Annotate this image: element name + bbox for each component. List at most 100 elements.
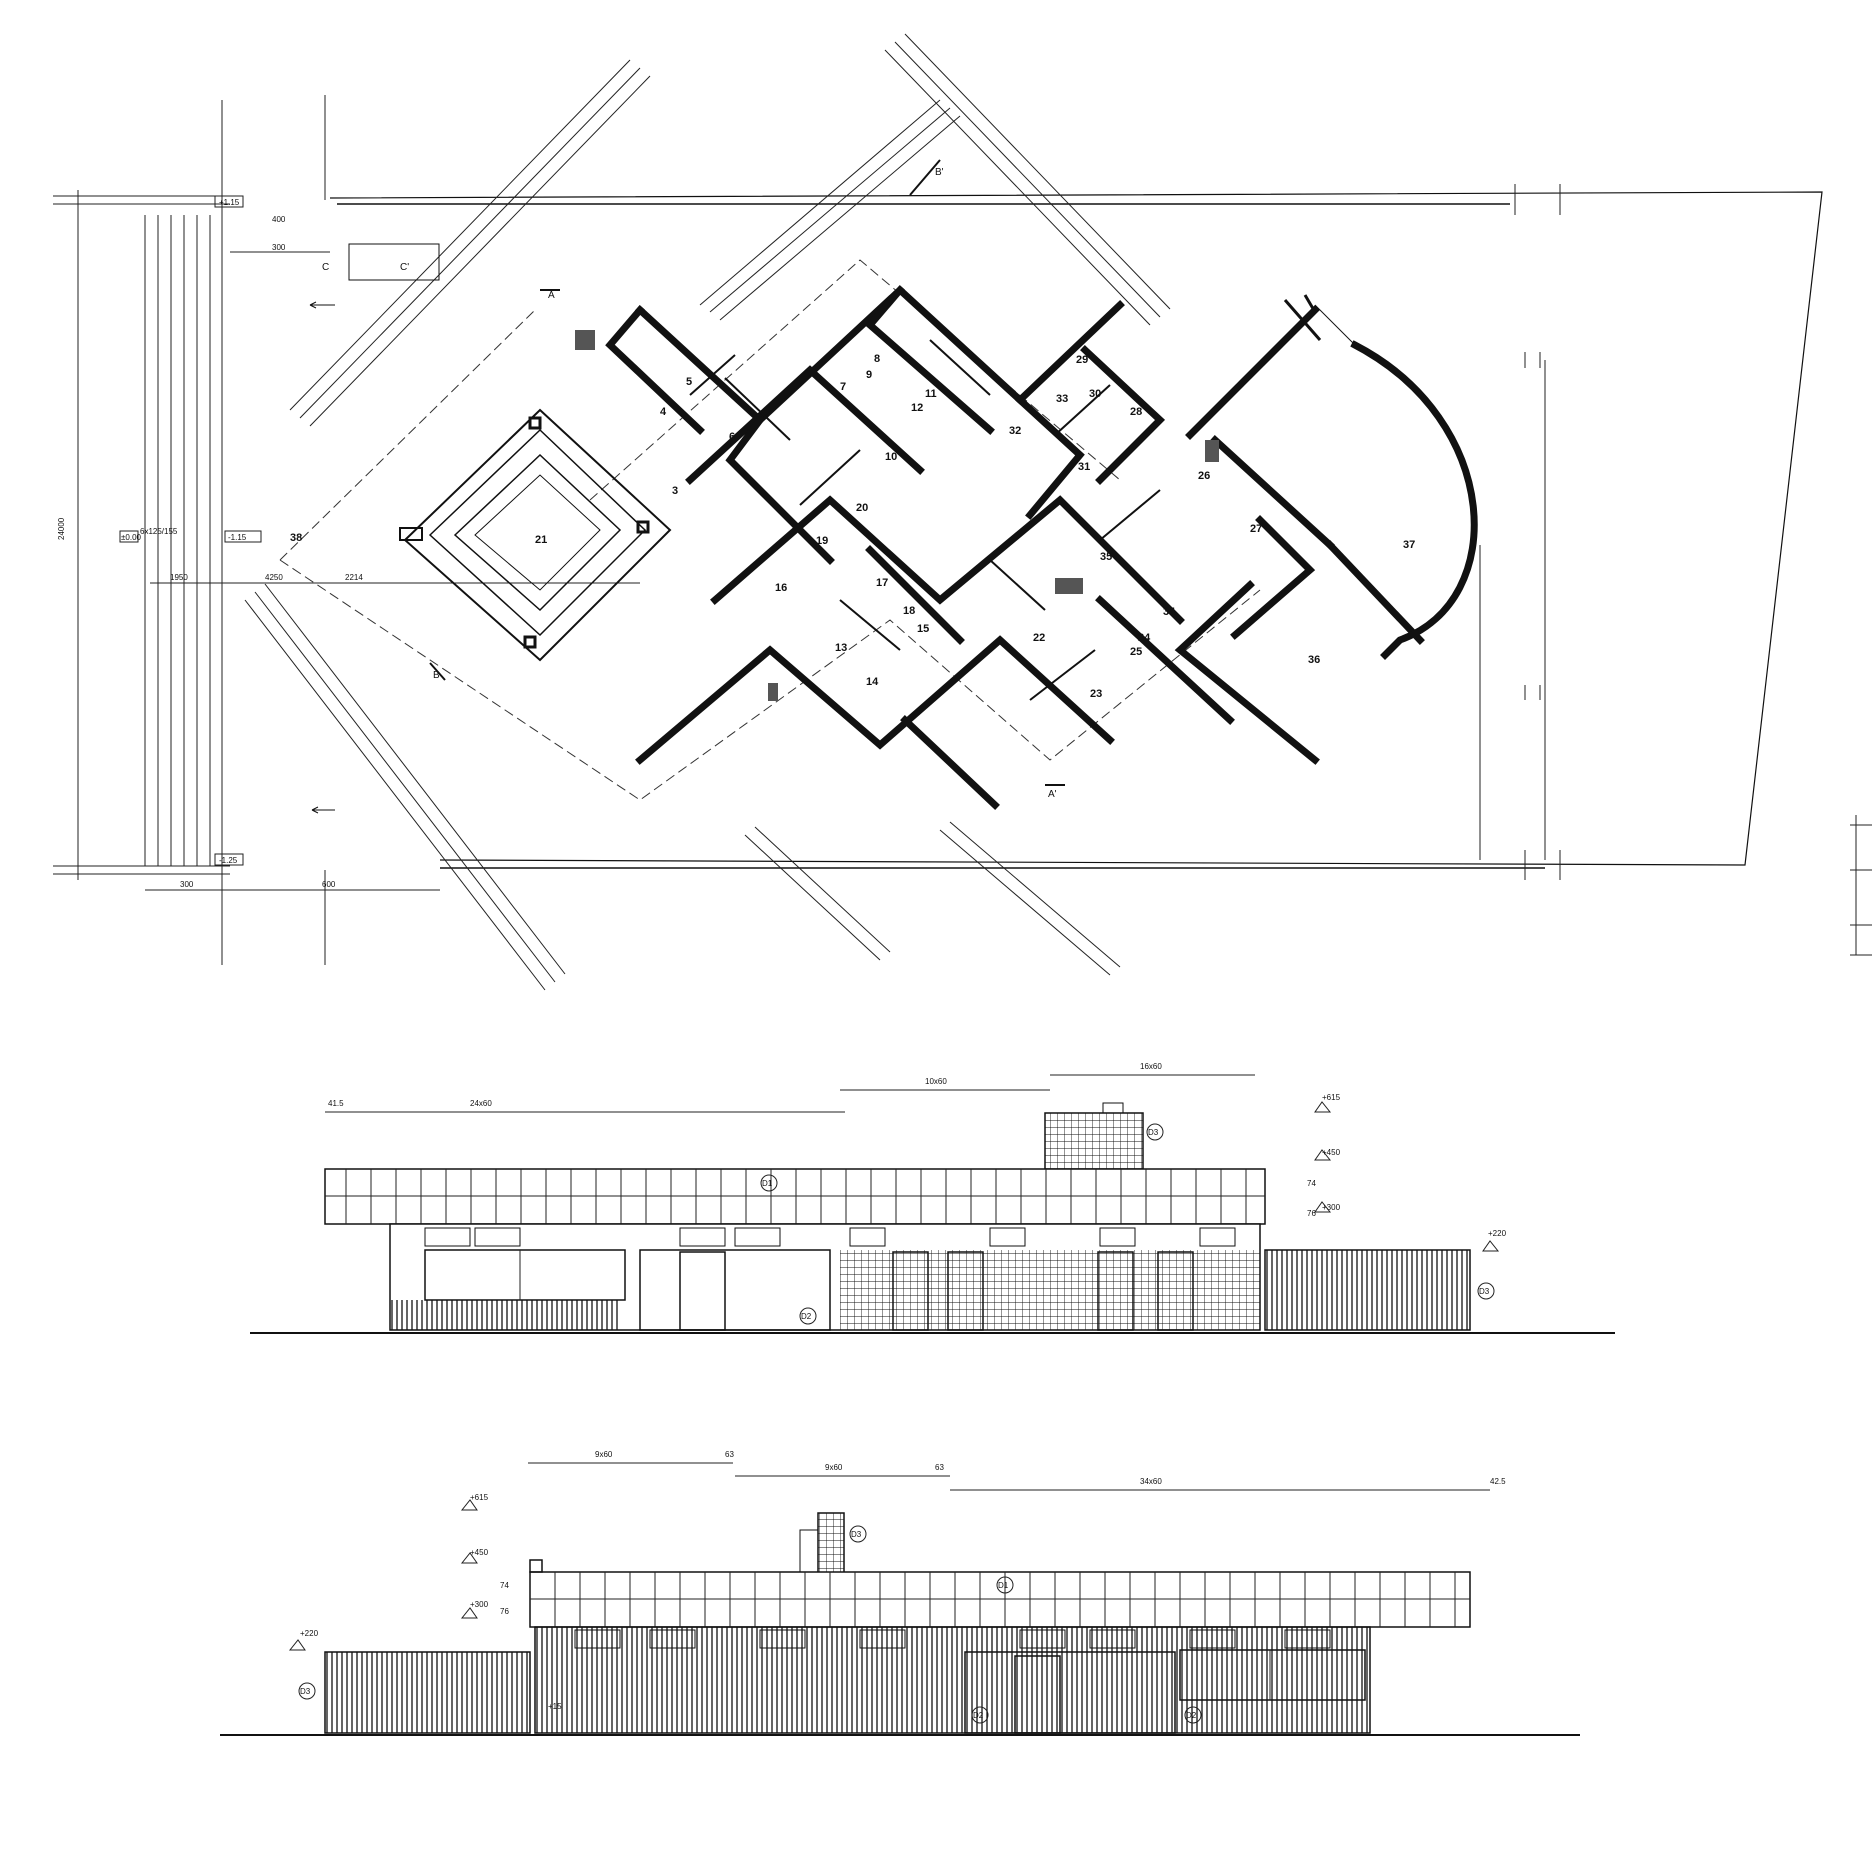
room-label: 36 [1308, 654, 1320, 666]
level-300: +300 [1322, 1203, 1341, 1212]
dim-top-left-a: 400 [272, 215, 286, 224]
material-tag-d1: D1 [762, 1179, 773, 1188]
room-label: 29 [1076, 354, 1088, 366]
room-label: 38 [290, 532, 302, 544]
room-label: 21 [535, 534, 547, 546]
material-tag-d2: D2 [973, 1711, 984, 1720]
room-label: 31 [1078, 461, 1090, 473]
room-label: 12 [911, 402, 923, 414]
section-markers: A A' B B' C C' [322, 159, 1065, 800]
courtyard-room-21 [403, 408, 672, 662]
room-label: 3 [672, 485, 678, 497]
material-tag-d3: D3 [300, 1687, 311, 1696]
dim-bottom-left-a: 300 [180, 880, 194, 889]
module-count-2: 9x60 [825, 1463, 843, 1472]
material-tag-d2: D2 [801, 1312, 812, 1321]
stair-block [575, 330, 595, 350]
building-walls [605, 285, 1425, 810]
room-label: 6 [729, 431, 735, 443]
terrace-outline [279, 259, 1261, 801]
level-scale [1850, 815, 1872, 956]
material-tag-d3: D3 [851, 1530, 862, 1539]
height-76: 76 [1307, 1209, 1316, 1218]
garden-wall [1264, 1249, 1471, 1331]
section-marker-a: A [548, 290, 555, 301]
dimension-chains [244, 33, 1171, 991]
section-marker-c-prime: C' [400, 262, 409, 273]
offset-1: 63 [725, 1450, 734, 1459]
dim-mid-a: 1950 [170, 573, 188, 582]
chimney [817, 1512, 845, 1574]
room-label: 23 [1090, 688, 1102, 700]
room-label: 27 [1250, 523, 1262, 535]
room-label: 14 [866, 676, 879, 688]
material-tag-d2: D2 [1186, 1711, 1197, 1720]
module-count-1: 24x60 [470, 1099, 492, 1108]
room-label: 20 [856, 502, 868, 514]
stair-block [768, 683, 778, 701]
room-label: 35 [1100, 551, 1112, 563]
offset-3: 42.5 [1490, 1477, 1506, 1486]
plinth-steps [53, 95, 640, 965]
floor-plan: 24000 6x125/155 300 600 400 300 1950 425… [53, 33, 1872, 991]
room-label: 37 [1403, 539, 1415, 551]
section-marker-b: B [433, 670, 440, 681]
level-615: +615 [470, 1493, 489, 1502]
room-label: 25 [1130, 646, 1142, 658]
section-marker-a-prime: A' [1048, 789, 1057, 800]
room-label: 24 [1138, 632, 1151, 644]
level-220: +220 [1488, 1229, 1507, 1238]
room-label: 8 [874, 353, 880, 365]
level-450: +450 [1322, 1148, 1341, 1157]
room-labels: 3 4 5 6 7 8 9 10 11 12 13 14 15 16 17 18… [290, 353, 1415, 700]
dim-bottom-left-b: 600 [322, 880, 336, 889]
stair-block [1205, 440, 1219, 462]
level-300: +300 [470, 1600, 489, 1609]
site-boundary [329, 191, 1823, 866]
elevation-note: +15 [548, 1702, 562, 1711]
dim-mid-c: 2214 [345, 573, 363, 582]
module-count-3: 34x60 [1140, 1477, 1162, 1486]
dim-left-total: 24000 [57, 517, 66, 540]
chimney [1044, 1112, 1144, 1170]
partitions [689, 339, 1161, 701]
start-offset: 41.5 [328, 1099, 344, 1108]
curved-hall-37 [1350, 340, 1478, 660]
room-label: 7 [840, 381, 846, 393]
room-label: 28 [1130, 406, 1142, 418]
room-label: 5 [686, 376, 692, 388]
room-label: 22 [1033, 632, 1045, 644]
room-label: 19 [816, 535, 828, 547]
level-615: +615 [1322, 1093, 1341, 1102]
room-label: 10 [885, 451, 897, 463]
room-label: 9 [866, 369, 872, 381]
room-label: 32 [1009, 425, 1021, 437]
room-label: 4 [660, 406, 667, 418]
elevation-1: 24x60 10x60 16x60 41.5 +615 +450 +300 +2… [250, 1062, 1615, 1334]
module-count-1: 9x60 [595, 1450, 613, 1459]
garden-wall [324, 1651, 531, 1734]
room-label: 33 [1056, 393, 1068, 405]
level-mid-a: ±0.00 [121, 533, 142, 542]
room-label: 13 [835, 642, 847, 654]
level-top-left: +1.15 [219, 198, 240, 207]
material-tag-d3: D3 [1479, 1287, 1490, 1296]
height-74: 74 [500, 1581, 509, 1590]
room-label: 16 [775, 582, 787, 594]
module-count-3: 16x60 [1140, 1062, 1162, 1071]
dim-plinth-note: 6x125/155 [140, 527, 178, 536]
material-tag-d3: D3 [1148, 1128, 1159, 1137]
level-bottom-left: -1.25 [219, 856, 238, 865]
dim-top-left-b: 300 [272, 243, 286, 252]
dim-mid-b: 4250 [265, 573, 283, 582]
level-markers: +615 +450 +300 +220 74 76 [1307, 1093, 1507, 1252]
height-76: 76 [500, 1607, 509, 1616]
room-label: 30 [1089, 388, 1101, 400]
material-tag-d1: D1 [998, 1581, 1009, 1590]
elevation-2: 9x60 9x60 34x60 63 63 42.5 +615 +450 +30… [220, 1450, 1580, 1736]
room-label: 34 [1163, 606, 1176, 618]
level-mid-b: -1.15 [228, 533, 247, 542]
stair-block [1055, 578, 1083, 594]
module-count-2: 10x60 [925, 1077, 947, 1086]
